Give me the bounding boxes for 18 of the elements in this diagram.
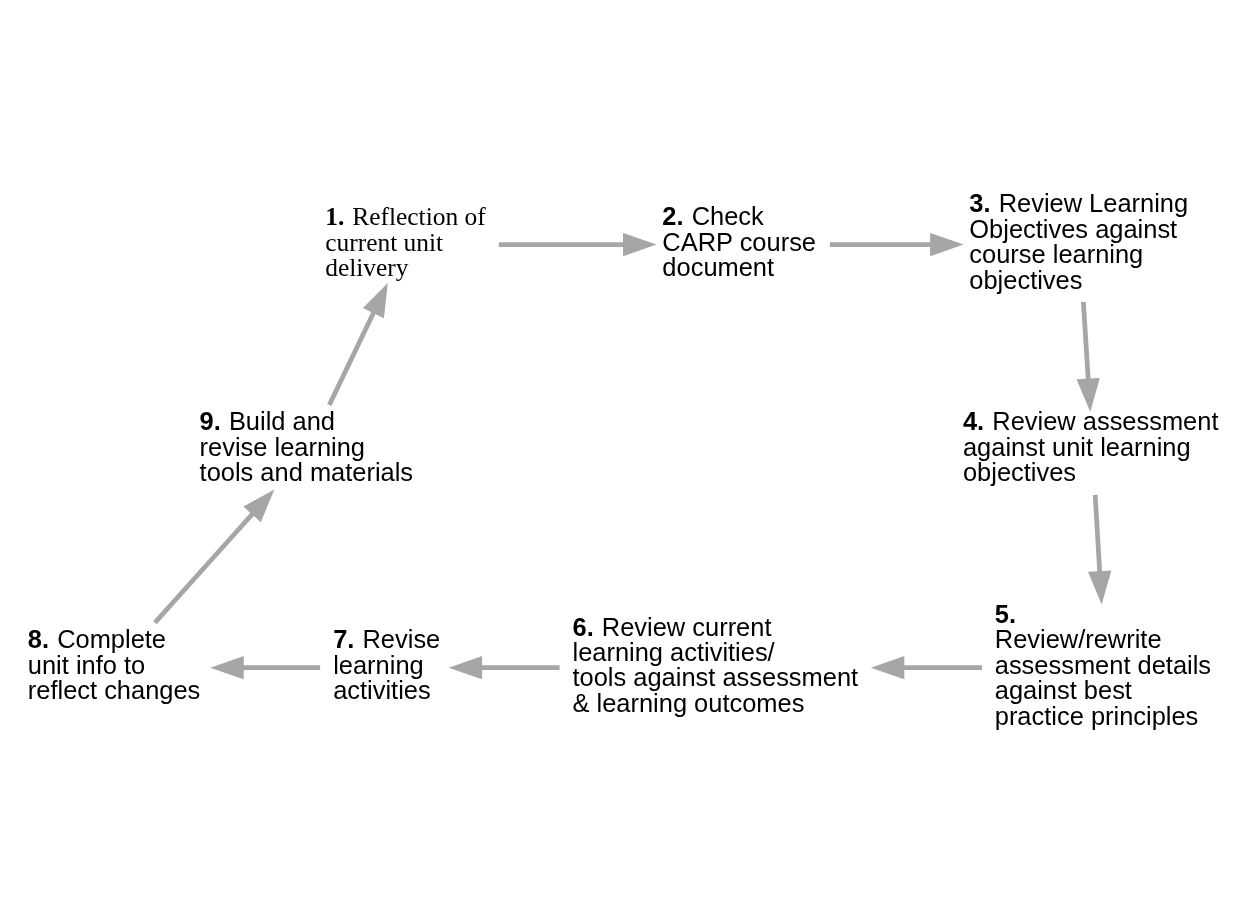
node-text: 5. Review/rewrite assessment details against best practice principles (994, 599, 1212, 730)
arrow (1088, 494, 1112, 605)
node-text: 7. Revise learning activities (333, 624, 441, 704)
arrow (210, 655, 321, 679)
arrow (327, 282, 388, 406)
node-text: 3. Review Learning Objectives against course learning objectives (969, 188, 1189, 294)
arrow (153, 488, 275, 624)
node-text: 1. Reflection of current unit delivery (325, 201, 486, 282)
node-text: 8. Complete unit info to reflect changes (27, 624, 201, 704)
arrow (1076, 301, 1100, 412)
arrow (498, 232, 657, 256)
arrow (870, 655, 982, 679)
node-text: 9. Build and revise learning tools and materials (199, 406, 414, 486)
arrow (448, 655, 560, 679)
node-text: 6. Review current learning activities/ tools against assessment & learning outcomes (572, 612, 859, 717)
node-text: 2. Check CARP course document (662, 201, 817, 281)
arrow (829, 232, 964, 256)
node-text: 4. Review assessment against unit learning objectives (962, 406, 1219, 486)
